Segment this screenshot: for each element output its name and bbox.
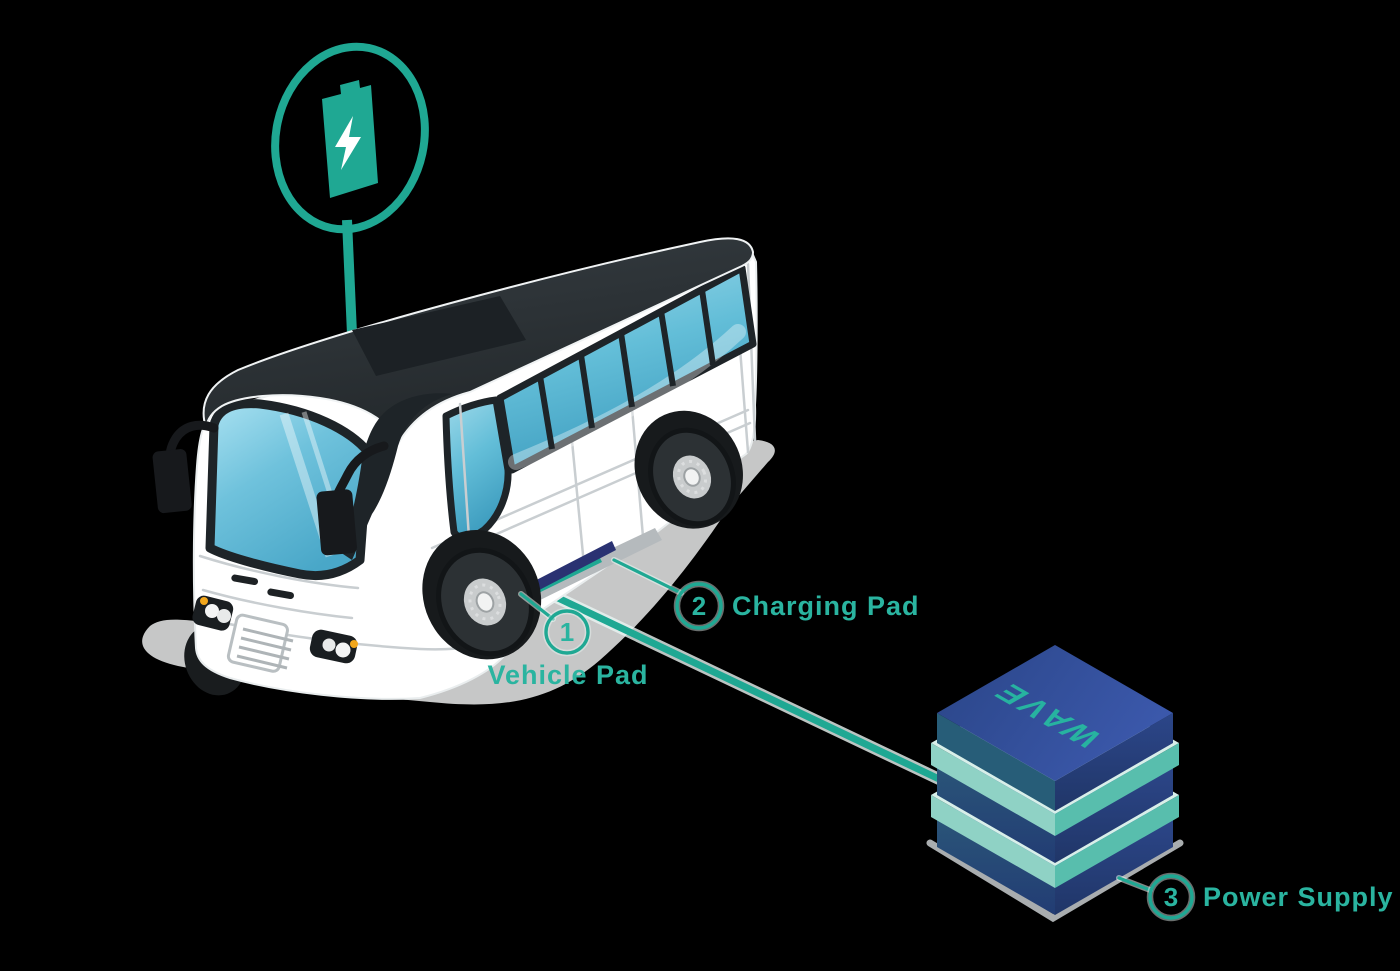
- battery-charging-icon: [322, 80, 378, 198]
- window-pillar-1: [537, 375, 555, 450]
- headlight-right: [309, 629, 358, 664]
- callout-vehicle-pad: 1 Vehicle Pad: [487, 591, 648, 690]
- slab-left: [937, 817, 1055, 915]
- callout-1-ring: [544, 609, 590, 655]
- window-pillar-3: [618, 332, 635, 408]
- callout-1-line: [519, 592, 555, 621]
- grille-slats: [236, 627, 294, 670]
- callout-2-ring: [675, 582, 723, 630]
- slab-right: [1055, 713, 1173, 811]
- sign-pole: [342, 219, 357, 335]
- mirror-left-head: [152, 449, 192, 514]
- rear-wheel: [634, 410, 743, 529]
- charging-sign: [271, 42, 429, 335]
- headlight-right-lamp-1: [322, 638, 336, 652]
- side-seam-vertical-1: [570, 439, 586, 567]
- front-trim-seam: [201, 588, 354, 620]
- rear-hub-center: [683, 467, 701, 487]
- power-supply-stack: WAVE: [926, 645, 1184, 923]
- callout-power-supply: 3 Power Supply: [1116, 872, 1394, 922]
- callouts: 1 Vehicle Pad 2 Charging Pad 3 Power Sup…: [487, 557, 1394, 922]
- roof-hatch: [352, 296, 526, 376]
- vehicle-pad-strip: [517, 541, 616, 599]
- wiper-2: [267, 588, 295, 600]
- side-seam-vertical-3: [738, 346, 750, 454]
- callout-2-label: Charging Pad: [732, 591, 920, 621]
- headlight-left: [192, 595, 234, 631]
- sign-ring: [271, 42, 429, 234]
- callout-2-number: 2: [692, 591, 706, 621]
- wiper-1: [231, 574, 259, 586]
- layer-right: [1055, 795, 1179, 888]
- callout-1-label: Vehicle Pad: [487, 660, 648, 690]
- callout-charging-pad: 2 Charging Pad: [611, 557, 920, 632]
- rear-hub-ring: [676, 459, 708, 495]
- callout-3-ring: [1148, 874, 1194, 920]
- window-pillar-2: [578, 354, 595, 429]
- mirror-left: [152, 420, 219, 514]
- callout-3-label: Power Supply: [1203, 882, 1394, 912]
- front-wheel: [422, 529, 542, 660]
- window-pillar-5: [699, 289, 716, 366]
- shuttle-bus: [152, 237, 758, 700]
- slab-right: [1055, 765, 1173, 863]
- stack-slab-top: [937, 645, 1173, 811]
- front-hub-center: [475, 591, 495, 613]
- front-sill-seam: [198, 554, 360, 590]
- windshield-wipers: [231, 574, 295, 600]
- callout-3-number: 3: [1164, 882, 1178, 912]
- a-pillar: [340, 393, 452, 560]
- callout-3-line: [1117, 876, 1152, 892]
- front-grille: [226, 613, 294, 673]
- layer-left: [931, 795, 1055, 888]
- slab-right: [1055, 817, 1173, 915]
- slab-top: [937, 645, 1173, 781]
- window-pillar-4: [658, 310, 676, 387]
- callout-1-number: 1: [560, 617, 574, 647]
- slab-left: [937, 713, 1055, 811]
- mirror-right: [316, 441, 389, 556]
- layer-left: [931, 743, 1055, 836]
- lightning-bolt: [335, 116, 361, 170]
- mirror-right-head: [316, 489, 357, 556]
- slab-left: [937, 765, 1055, 863]
- cable-core: [533, 584, 943, 783]
- side-windows: [496, 264, 757, 474]
- headlight-left-lamp-2: [217, 609, 231, 623]
- door-window: [442, 396, 512, 542]
- headlight-left-signal: [200, 597, 208, 605]
- headlight-left-lamp-1: [205, 604, 219, 618]
- headlight-right-signal: [350, 640, 358, 648]
- headlight-right-lamp-2: [335, 642, 351, 658]
- power-cable: [531, 582, 945, 785]
- layer-right: [1055, 743, 1179, 836]
- callout-2-line: [612, 558, 683, 595]
- stack-shadow: [926, 839, 1184, 923]
